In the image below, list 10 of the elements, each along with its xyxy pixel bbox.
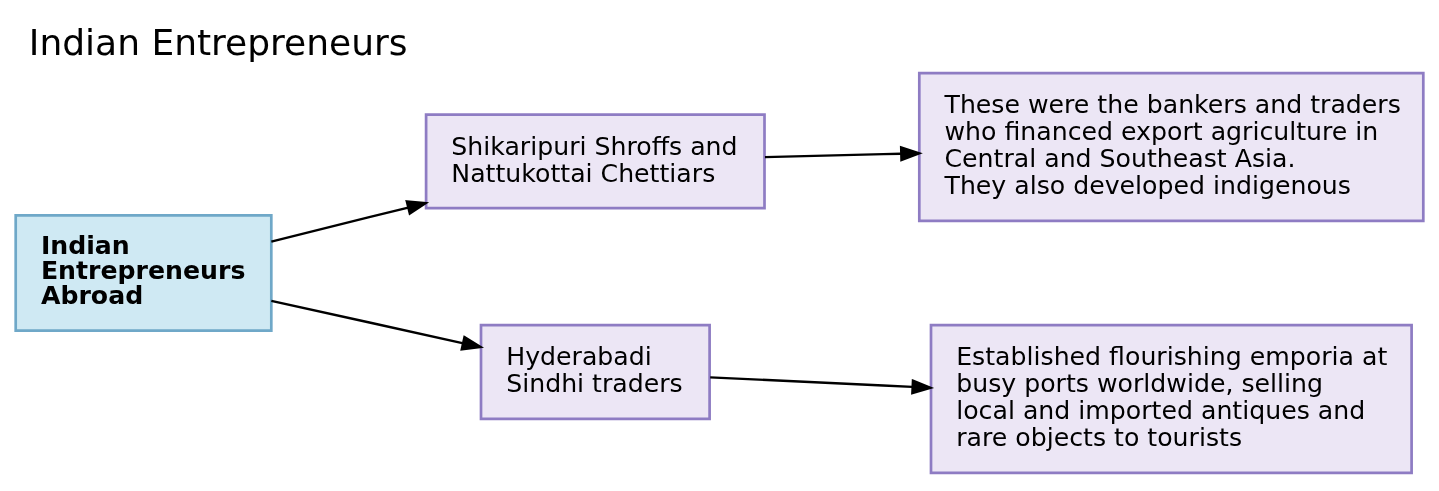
diagram-title: Indian Entrepreneurs [28,21,408,63]
arrow [710,375,935,395]
node-box: These were the bankers and traders who financed export agriculture in Central and Southeast Asia. They also developed indigenous [917,71,1425,222]
node-box: Indian Entrepreneurs Abroad [14,213,273,332]
arrow [271,299,485,351]
arrow [764,145,923,162]
node-box: Shikaripuri Shroffs and Nattukottai Chettiars [424,112,766,210]
arrow [271,199,430,243]
node-box: Hyderabadi Sindhi traders [479,323,711,420]
node-box: Established flourishing emporia at busy ports worldwide, selling local and imported antiques and rare objects to tourists [929,323,1413,474]
